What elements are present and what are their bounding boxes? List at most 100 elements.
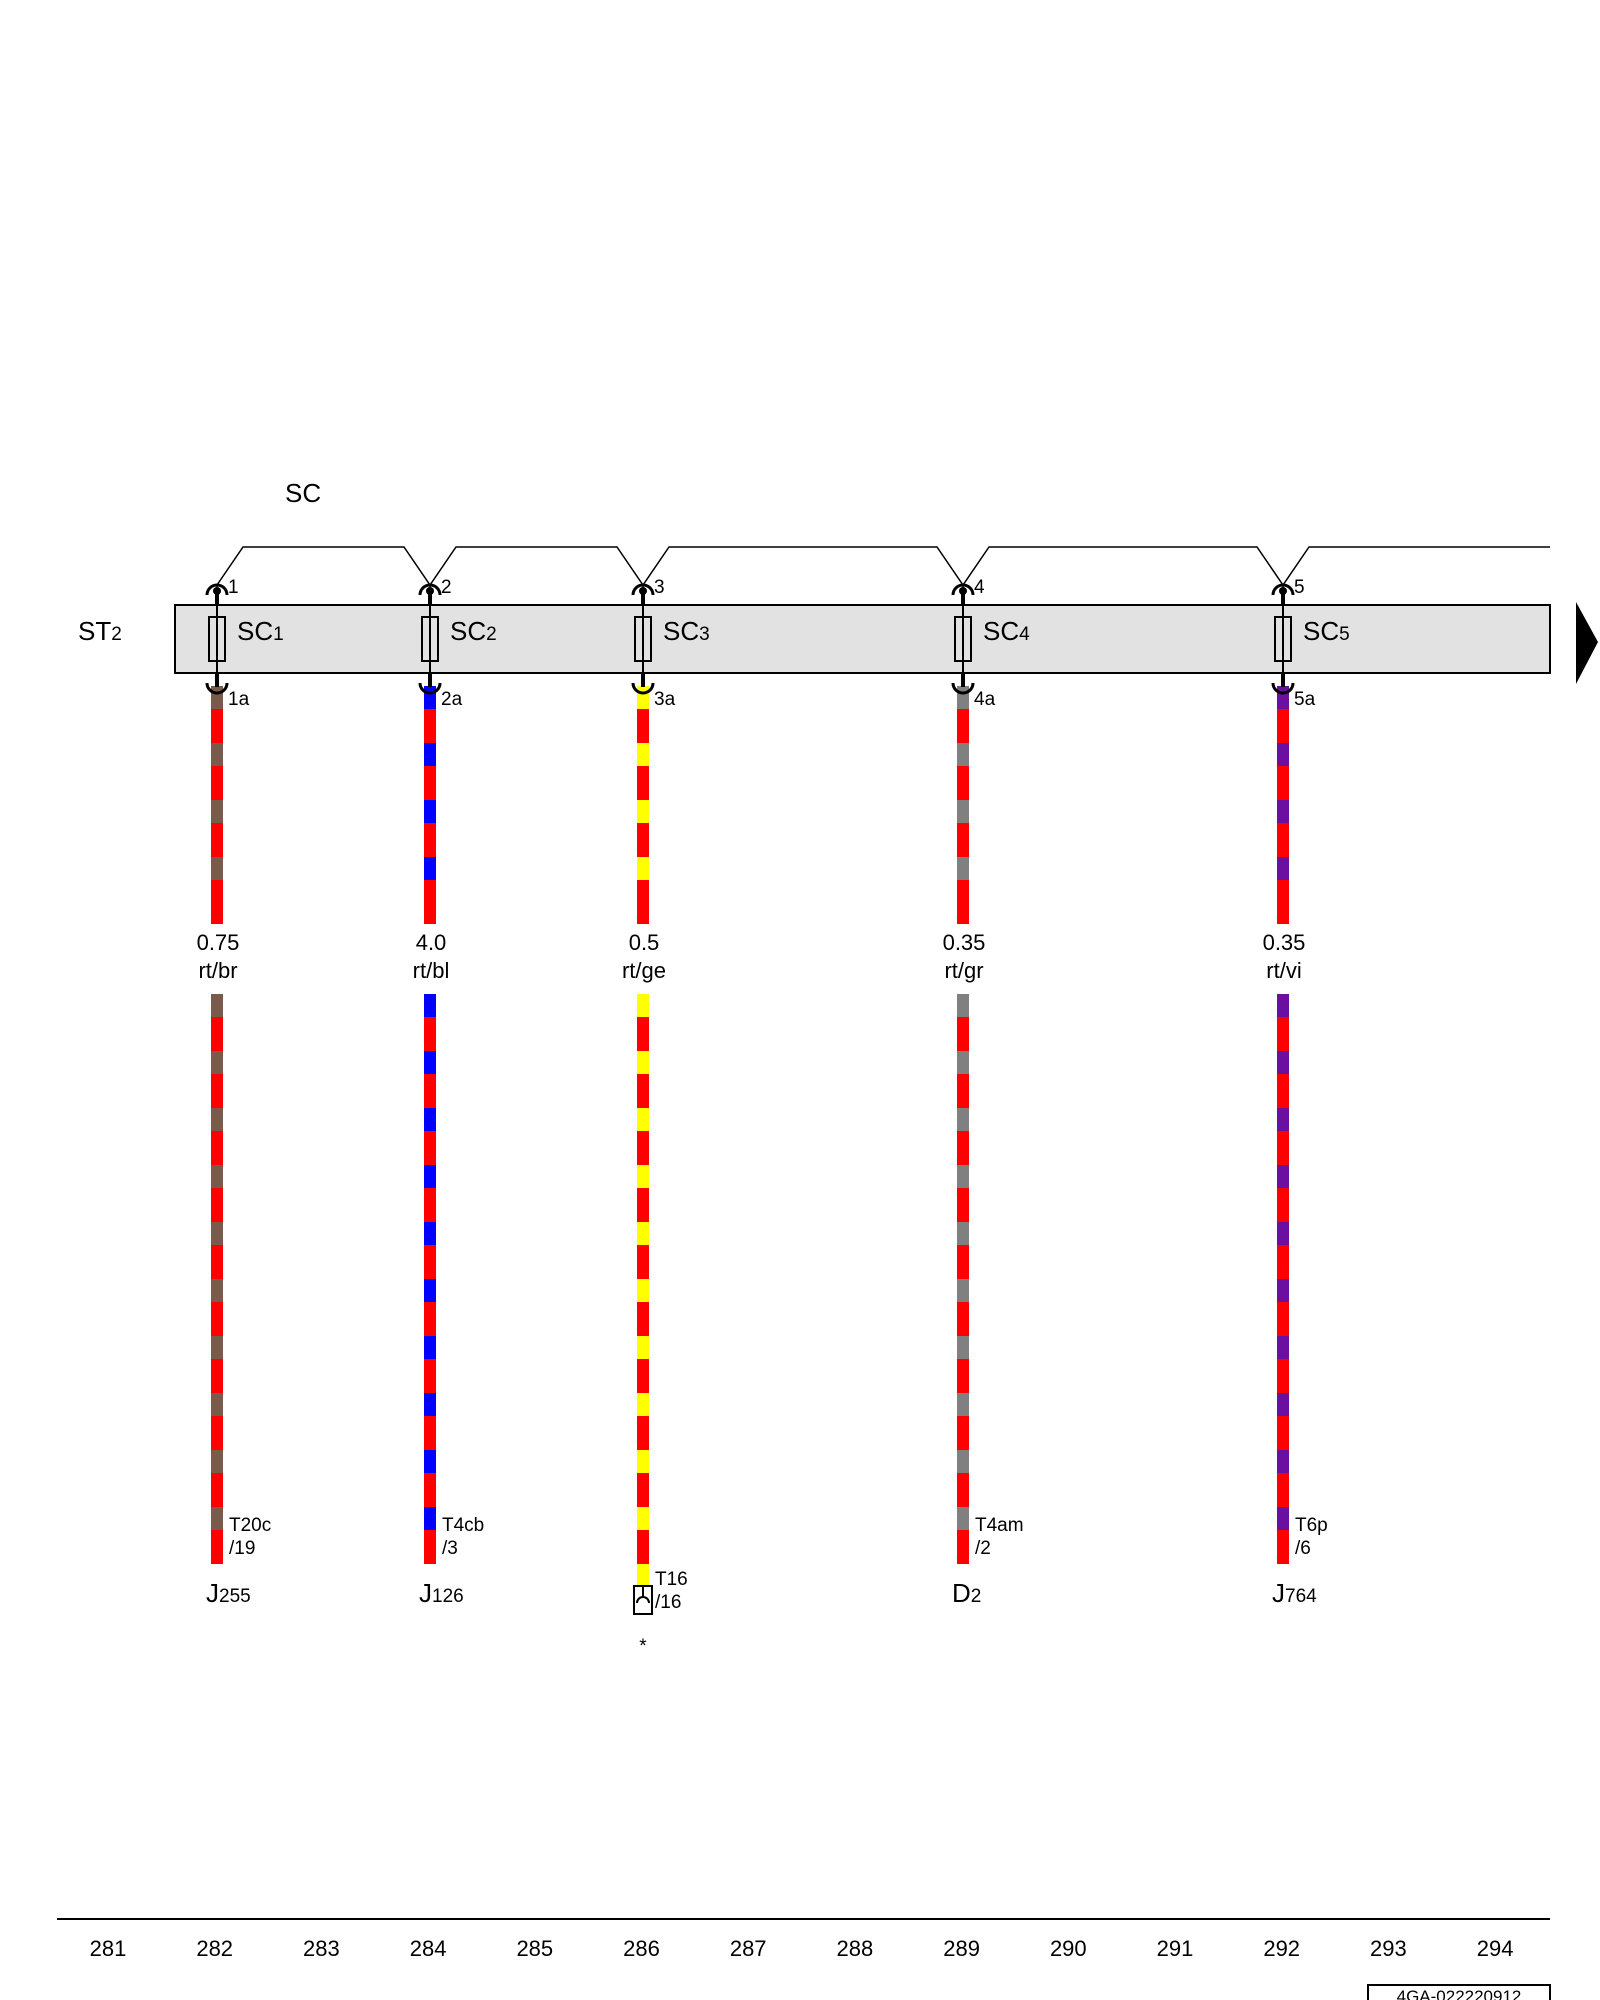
- terminal-arc: [205, 682, 229, 695]
- column-number: 281: [90, 1936, 127, 1961]
- wire-stripe: [1277, 686, 1289, 709]
- connector-pin: /19: [229, 1538, 255, 1559]
- column-number: 288: [837, 1936, 874, 1961]
- column-number: 294: [1477, 1936, 1514, 1961]
- column-number: 282: [196, 1936, 233, 1961]
- connector-id: T4cb: [442, 1515, 484, 1536]
- wire-segment-upper: [637, 686, 649, 924]
- fuse-pin-top: 3: [654, 577, 665, 598]
- fuse-group-3: 3 SC3 3a 0.5 rt/ge T16 /16 *: [622, 577, 710, 1657]
- terminal-arc: [631, 682, 655, 695]
- wire-stripe: [1277, 1393, 1289, 1416]
- connector-id: T4am: [975, 1515, 1024, 1536]
- wire-stripe: [424, 1051, 436, 1074]
- fuse-pin-top: 1: [228, 577, 239, 598]
- wire-stripe: [1277, 1051, 1289, 1074]
- column-number: 283: [303, 1936, 340, 1961]
- wire-stripe: [1277, 800, 1289, 823]
- wire-segment-lower: [957, 994, 969, 1564]
- fuse-symbol-icon: [951, 583, 975, 695]
- wire-stripe: [637, 1450, 649, 1473]
- fuse-carrier-panel: [174, 604, 1551, 674]
- wire-stripe: [1277, 1165, 1289, 1188]
- wire-segment-lower: [424, 994, 436, 1564]
- wire-stripe: [211, 1336, 223, 1359]
- connector-pin: /3: [442, 1538, 458, 1559]
- wire-segment-lower: [1277, 994, 1289, 1564]
- terminal-arc: [951, 682, 975, 695]
- wire-size: 0.35: [943, 930, 986, 955]
- component-label: J126: [419, 1578, 464, 1608]
- connector-plug-icon: [633, 1585, 653, 1615]
- wire-size: 0.75: [197, 930, 240, 955]
- wire-stripe: [1277, 1507, 1289, 1530]
- column-number: 284: [410, 1936, 447, 1961]
- wire-size: 4.0: [416, 930, 447, 955]
- wire-color: rt/br: [198, 958, 237, 983]
- wire-stripe: [957, 1336, 969, 1359]
- wire-stripe: [211, 686, 223, 709]
- wire-stripe: [637, 800, 649, 823]
- wire-stripe: [637, 1507, 649, 1530]
- wire-stripe: [957, 857, 969, 880]
- fuse-pin-bottom: 5a: [1294, 689, 1316, 710]
- wire-stripe: [637, 994, 649, 1017]
- wire-stripe: [424, 1507, 436, 1530]
- wire-stripe: [424, 994, 436, 1017]
- wire-stripe: [957, 1279, 969, 1302]
- fuse-symbol-icon: [631, 583, 655, 695]
- wire-stripe: [1277, 1336, 1289, 1359]
- wire-stripe: [424, 1450, 436, 1473]
- fuse-pin-bottom: 2a: [441, 689, 463, 710]
- wire-color: rt/ge: [622, 958, 666, 983]
- fuse-name: SC5: [1303, 616, 1350, 646]
- wire-stripe: [211, 1051, 223, 1074]
- fuse-body: [1274, 616, 1292, 662]
- wire-stripe: [211, 1450, 223, 1473]
- fuse-name: SC4: [983, 616, 1030, 646]
- wire-stripe: [957, 994, 969, 1017]
- fuse-carrier-base: ST: [78, 616, 111, 646]
- fuse-carrier-sub: 2: [111, 624, 122, 645]
- connector-pin: /6: [1295, 1538, 1311, 1559]
- wire-stripe: [1277, 1450, 1289, 1473]
- component-label: J764: [1272, 1578, 1317, 1608]
- group-label: SC: [285, 478, 321, 508]
- fuse-body: [954, 616, 972, 662]
- footnote-marker: *: [639, 1636, 647, 1657]
- wire-stripe: [424, 1222, 436, 1245]
- wire-stripe: [211, 1108, 223, 1131]
- fuse-pin-bottom: 1a: [228, 689, 250, 710]
- wire-segment-upper: [211, 686, 223, 924]
- wire-stripe: [424, 857, 436, 880]
- wire-stripe: [211, 743, 223, 766]
- terminal-arc: [1271, 682, 1295, 695]
- fuse-body: [208, 616, 226, 662]
- wire-stripe: [637, 1108, 649, 1131]
- wire-stripe: [957, 743, 969, 766]
- wire-stripe: [424, 800, 436, 823]
- fuse-group-4: 4 SC4 4a 0.35 rt/gr T4am /2 D2: [943, 577, 1031, 1608]
- fuse-name: SC2: [450, 616, 497, 646]
- fuse-pin-top: 4: [974, 577, 985, 598]
- fuse-pin-bottom: 4a: [974, 689, 996, 710]
- wire-stripe: [424, 743, 436, 766]
- wire-stripe: [211, 1165, 223, 1188]
- fuse-name: SC3: [663, 616, 710, 646]
- continuation-arrow-icon: [1576, 602, 1598, 684]
- wire-stripe: [424, 1279, 436, 1302]
- wire-segment-lower: [211, 994, 223, 1564]
- wire-stripe: [211, 857, 223, 880]
- column-number: 289: [943, 1936, 980, 1961]
- wire-stripe: [211, 1507, 223, 1530]
- wire-stripe: [424, 1108, 436, 1131]
- wire-stripe: [637, 1393, 649, 1416]
- wire-segment-lower: [637, 994, 649, 1586]
- wire-stripe: [957, 1507, 969, 1530]
- wire-segment-upper: [424, 686, 436, 924]
- fuse-pin-top: 5: [1294, 577, 1305, 598]
- wire-stripe: [957, 1165, 969, 1188]
- reference-number: 4GA-022220912: [1397, 1987, 1522, 2000]
